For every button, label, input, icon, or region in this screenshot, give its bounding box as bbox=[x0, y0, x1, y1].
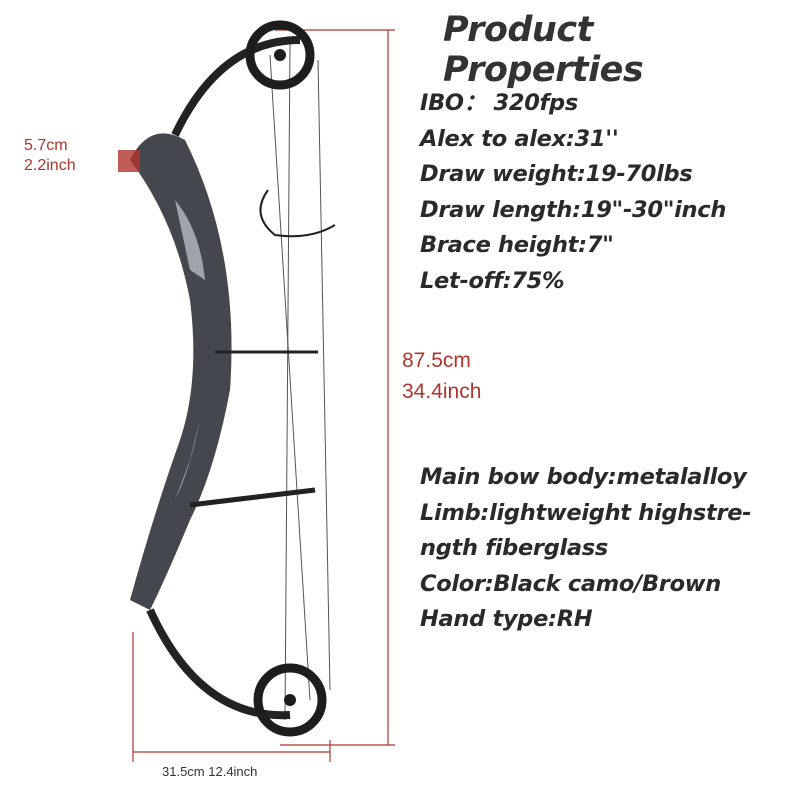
lower-cam bbox=[253, 663, 327, 737]
cable-guard bbox=[189, 487, 316, 508]
spec-list-materials: Main bow body:metalalloy Limb:lightweigh… bbox=[420, 460, 752, 638]
spec-draw-weight: Draw weight:19-70lbs bbox=[420, 161, 693, 187]
cable-slide bbox=[259, 189, 336, 238]
riser bbox=[130, 133, 232, 611]
grip-inch: 2.2inch bbox=[24, 157, 76, 174]
lower-limb bbox=[146, 608, 291, 720]
height-cm: 87.5cm bbox=[402, 349, 471, 372]
spec-color: Color:Black camo/Brown bbox=[420, 570, 721, 597]
bow-strings bbox=[269, 39, 331, 721]
height-inch: 34.4inch bbox=[402, 380, 482, 403]
spec-list-performance: IBO： 320fps Alex to alex:31'' Draw weigh… bbox=[420, 86, 726, 299]
spec-ibo: IBO： 320fps bbox=[420, 90, 578, 116]
spec-hand-type: Hand type:RH bbox=[420, 606, 593, 632]
upper-limb bbox=[171, 36, 301, 137]
height-dimension: 87.5cm 34.4inch bbox=[402, 345, 481, 407]
spec-brace-height: Brace height:7" bbox=[420, 232, 614, 258]
spec-draw-length: Draw length:19"-30"inch bbox=[420, 196, 727, 223]
spec-limb-cont: ngth fiberglass bbox=[420, 535, 608, 561]
spec-limb: Limb:lightweight highstre- bbox=[420, 499, 752, 526]
spec-let-off: Let-off:75% bbox=[420, 267, 565, 294]
spec-axle-to-axle: Alex to alex:31'' bbox=[420, 125, 619, 152]
width-dimension: 31.5cm 12.4inch bbox=[162, 764, 258, 779]
dimension-lines bbox=[132, 29, 395, 762]
page-title: Product Properties bbox=[443, 10, 644, 90]
spec-body: Main bow body:metalalloy bbox=[420, 464, 747, 490]
sight-bracket bbox=[118, 150, 140, 172]
upper-cam bbox=[245, 20, 315, 90]
grip-dimension: 5.7cm 2.2inch bbox=[24, 136, 76, 176]
grip-cm: 5.7cm bbox=[24, 137, 68, 154]
